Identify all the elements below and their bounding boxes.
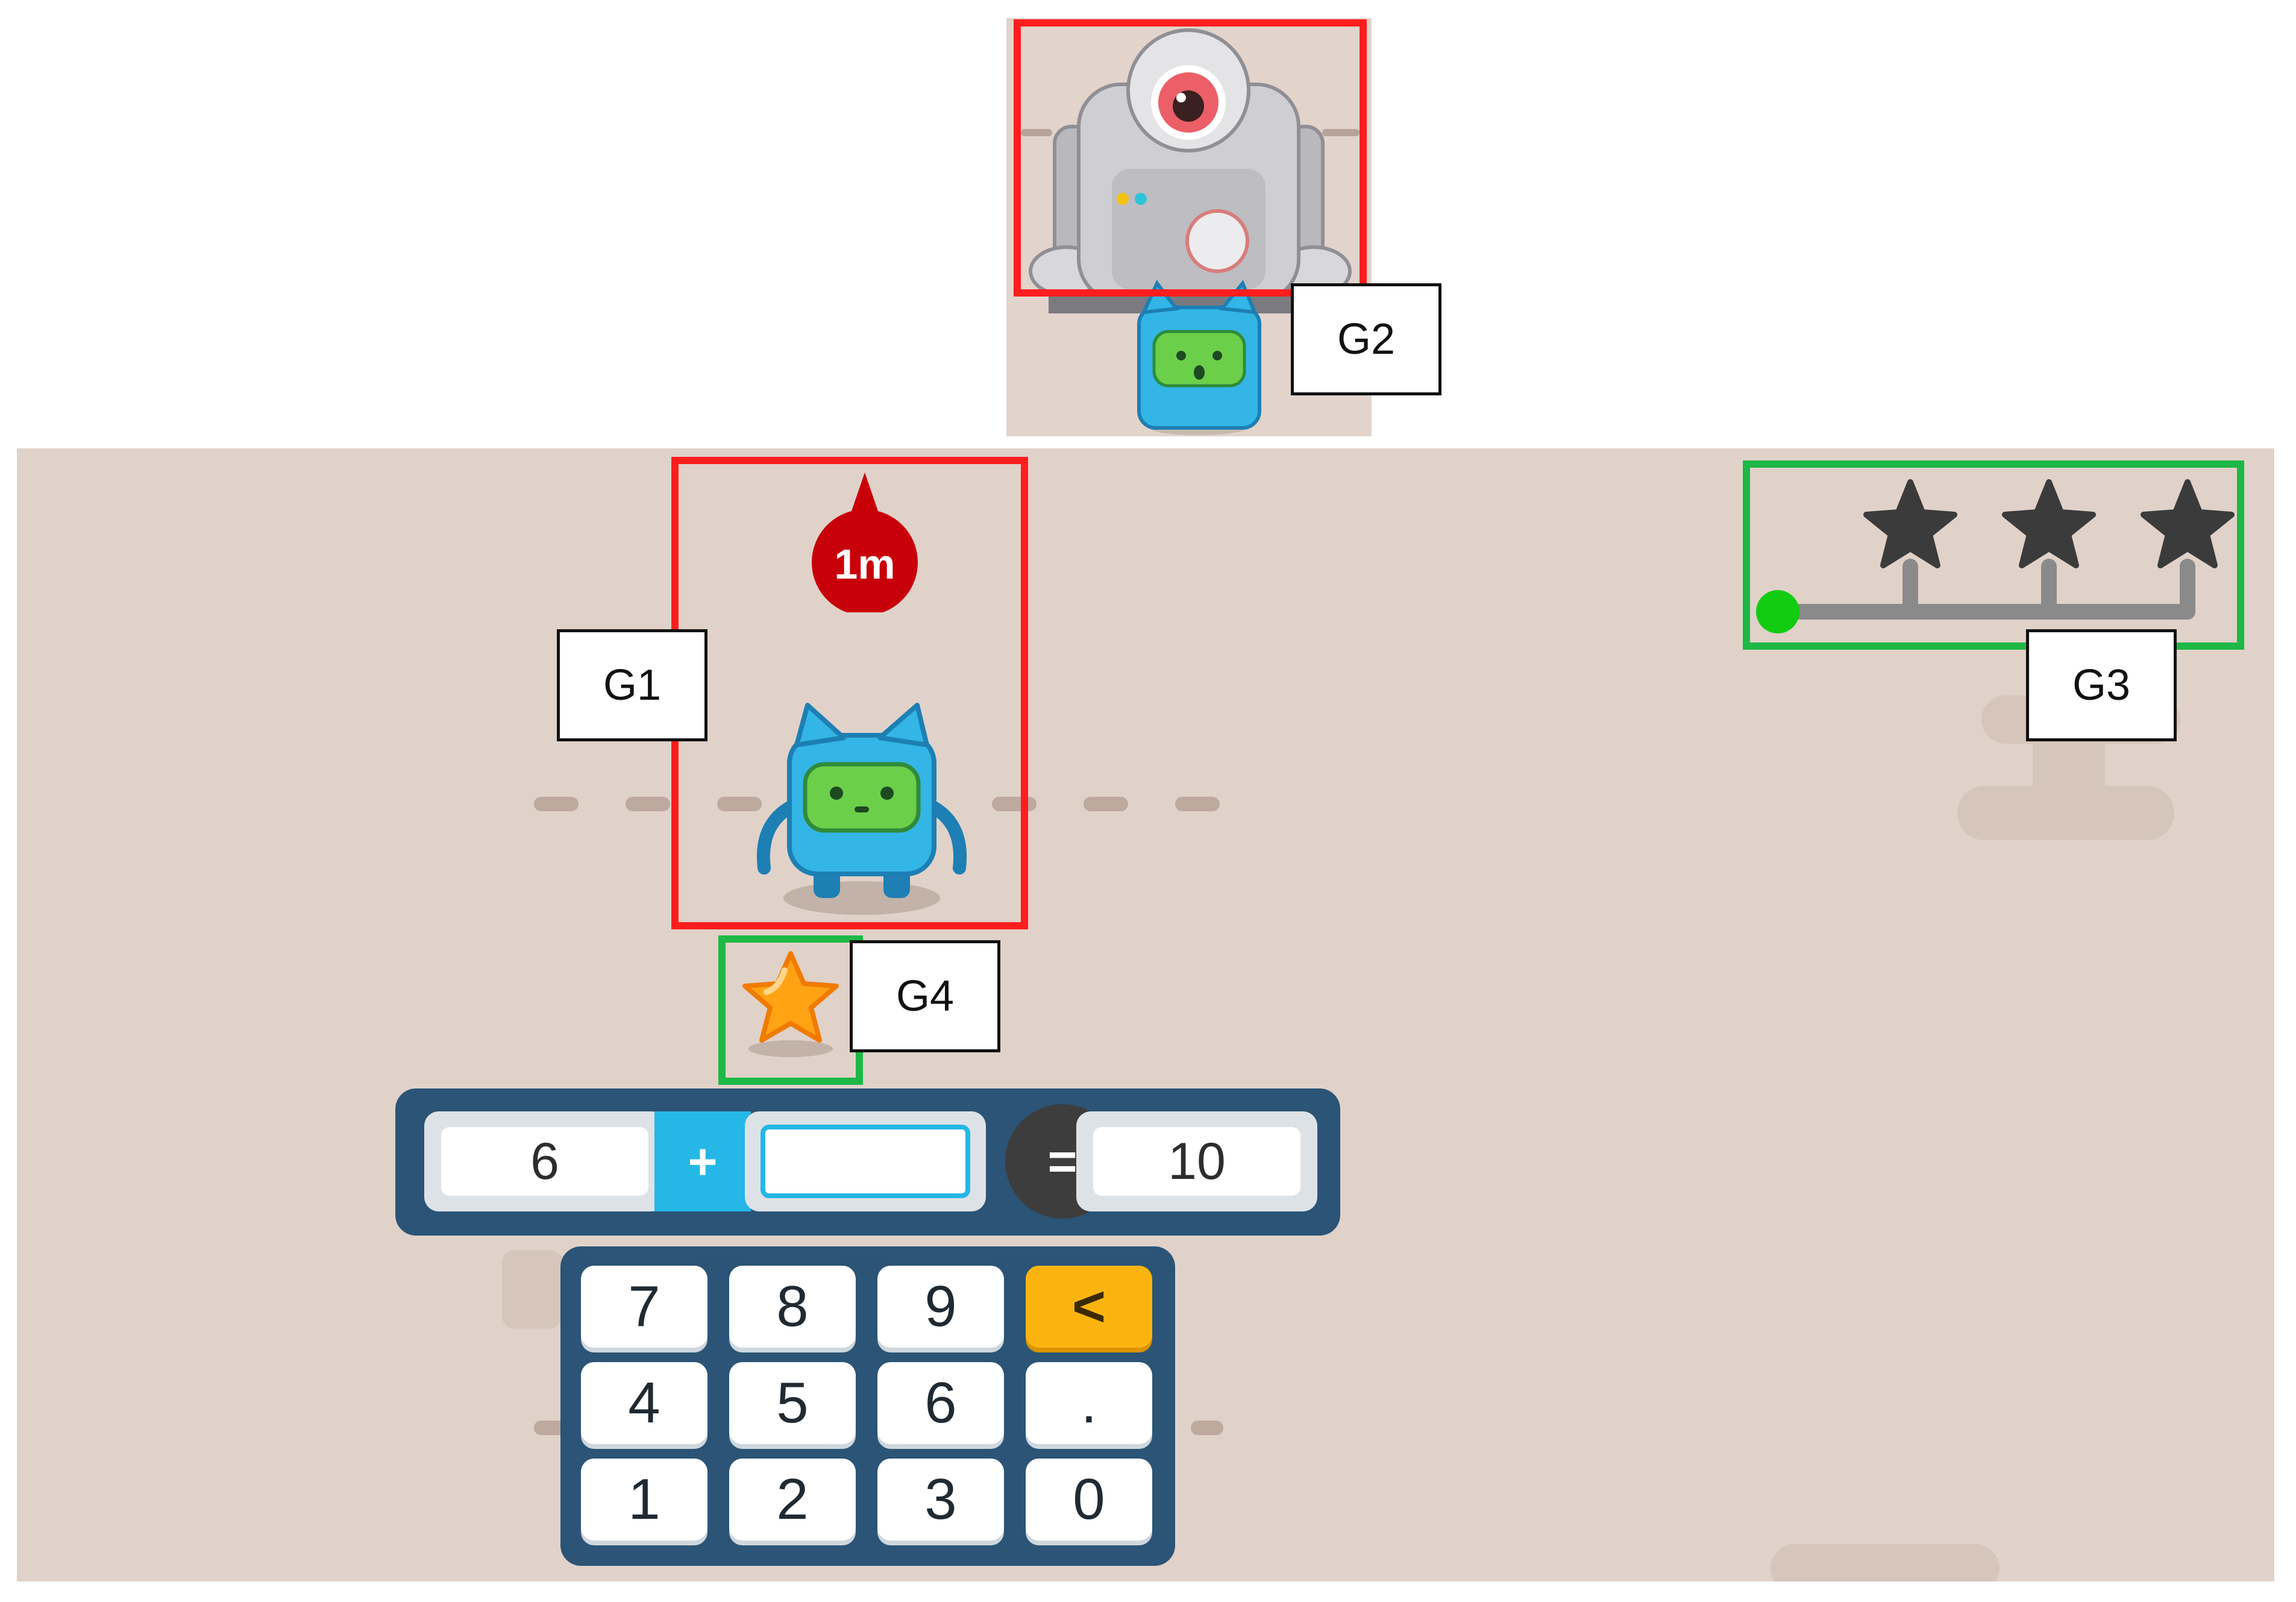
key-0[interactable]: 0: [1026, 1459, 1152, 1541]
key-2[interactable]: 2: [729, 1459, 856, 1541]
key-9[interactable]: 9: [877, 1266, 1004, 1348]
annotation-box-g1: [671, 457, 1028, 929]
annotation-label-g1: G1: [557, 629, 707, 741]
result-slot: 10: [1076, 1111, 1317, 1211]
player-robot-icon: [756, 703, 967, 915]
key-1[interactable]: 1: [581, 1459, 707, 1541]
key-8[interactable]: 8: [729, 1266, 856, 1348]
progress-star-3-icon: [2141, 479, 2235, 568]
plus-operator: +: [654, 1111, 751, 1211]
number-keypad: 7 8 9 < 4 5 6 . 1 2 3 0: [560, 1246, 1175, 1566]
key-7[interactable]: 7: [581, 1266, 707, 1348]
equation-bar: 6 + = 10: [395, 1088, 1340, 1236]
progress-track: [1756, 479, 2235, 633]
annotation-label-g4: G4: [850, 940, 1000, 1052]
annotation-box-g2: [1014, 19, 1367, 297]
annotation-box-g4: [718, 935, 863, 1085]
distance-marker: 1m: [811, 468, 919, 612]
race-start-inset: [1006, 18, 1372, 436]
answer-slot: [745, 1111, 986, 1211]
annotation-label-g2: G2: [1291, 283, 1441, 395]
progress-position-dot: [1756, 590, 1799, 633]
annotation-box-g3: [1743, 460, 2244, 650]
left-operand-value: 6: [441, 1127, 648, 1196]
gold-star-icon: [742, 951, 839, 1057]
left-operand-slot: 6: [424, 1111, 665, 1211]
key-6[interactable]: 6: [877, 1362, 1004, 1444]
progress-star-1-icon: [1863, 479, 1957, 568]
result-value: 10: [1093, 1127, 1300, 1196]
player-robot-small-icon: [1137, 280, 1261, 435]
map-pin-icon: [812, 473, 918, 612]
progress-star-2-icon: [2002, 479, 2096, 568]
annotation-label-g3: G3: [2026, 629, 2177, 741]
key-4[interactable]: 4: [581, 1362, 707, 1444]
key-5[interactable]: 5: [729, 1362, 856, 1444]
backspace-key[interactable]: <: [1026, 1266, 1152, 1348]
answer-input[interactable]: [761, 1125, 970, 1198]
key-3[interactable]: 3: [877, 1459, 1004, 1541]
decimal-key[interactable]: .: [1026, 1362, 1152, 1444]
distance-label: 1m: [834, 541, 896, 588]
opponent-robot-icon: [1029, 28, 1352, 313]
